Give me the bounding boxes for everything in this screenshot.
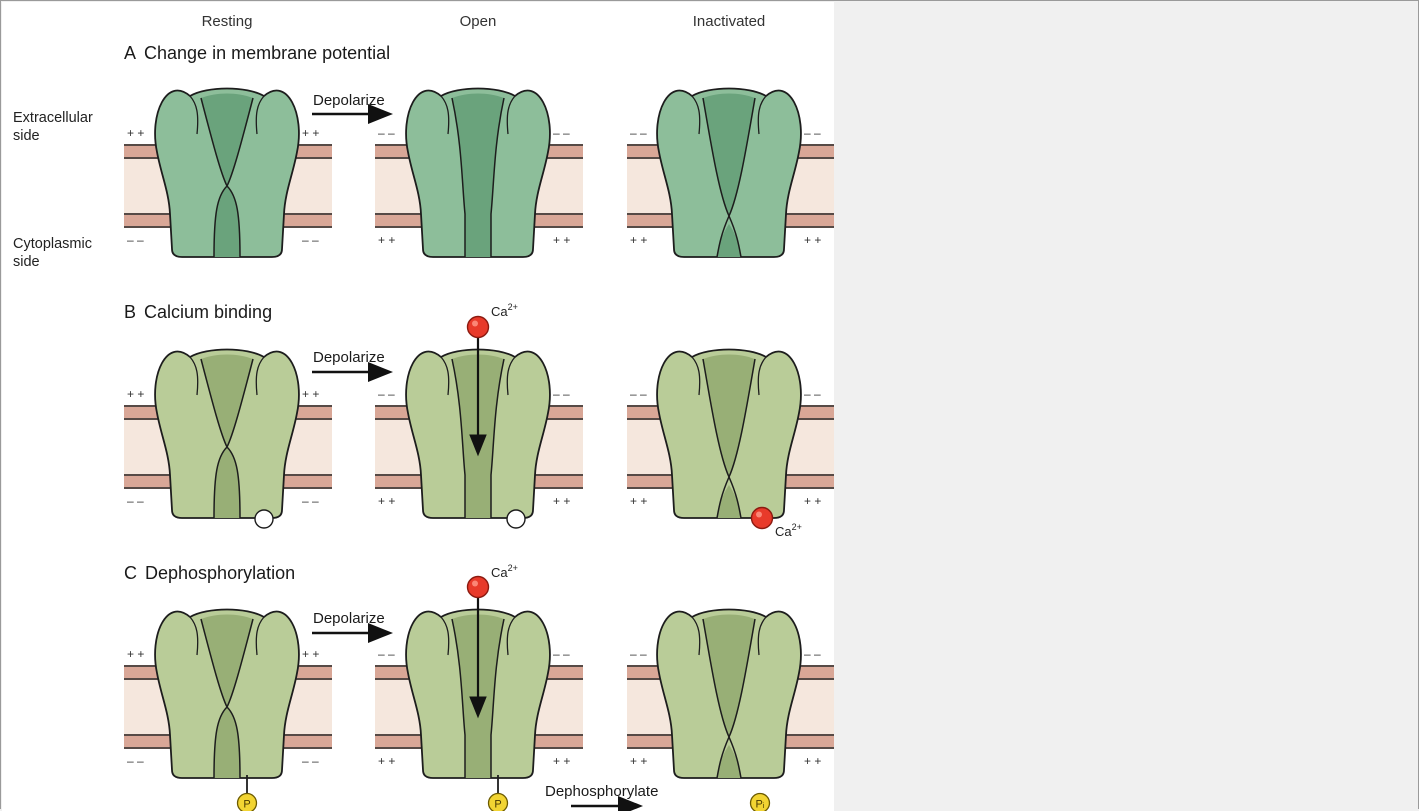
sign-bottom-right-b-open: + + — [553, 494, 570, 508]
row-c-open-calcium — [468, 577, 489, 598]
sign-bottom-left-c-resting: – – — [127, 754, 144, 768]
row-c-depolarize-arrow: Depolarize — [312, 610, 388, 633]
row-b-inactivated-ca-label: Ca2+ — [775, 522, 802, 539]
sign-top-right-b-open: – – — [553, 387, 570, 401]
sign-bottom-left-a-resting: – – — [127, 233, 144, 247]
extracellular-label-line2: side — [13, 128, 40, 144]
sign-bottom-left-a-inactivated: + + — [630, 233, 647, 247]
sign-top-left-a-inactivated: – – — [630, 126, 647, 140]
sign-top-right-c-resting: + + — [302, 647, 319, 661]
sign-top-left-b-open: – – — [378, 387, 395, 401]
channel-c-resting — [155, 610, 299, 779]
sign-top-left-c-open: – – — [378, 647, 395, 661]
sign-bottom-left-a-open: + + — [378, 233, 395, 247]
sign-top-right-a-resting: + + — [302, 126, 319, 140]
sign-bottom-left-b-resting: – – — [127, 494, 144, 508]
channel-a-resting — [155, 89, 299, 258]
row-b-inactivated-calcium — [752, 508, 773, 529]
sign-bottom-right-a-inactivated: + + — [804, 233, 821, 247]
row-a-depolarize-arrow: Depolarize — [312, 92, 388, 114]
sign-bottom-right-c-resting: – – — [302, 754, 319, 768]
extracellular-label: Extracellular — [13, 110, 93, 126]
sign-bottom-right-b-resting: – – — [302, 494, 319, 508]
channel-b-resting — [155, 350, 299, 519]
sign-top-left-a-resting: + + — [127, 126, 144, 140]
row-a-letter: A — [124, 43, 136, 63]
sign-bottom-left-b-open: + + — [378, 494, 395, 508]
channels-layer: + + + + – – – – – – – – + + + + – – – – + + + + + + +… — [124, 89, 834, 811]
sign-top-left-c-resting: + + — [127, 647, 144, 661]
sign-top-left-b-inactivated: – – — [630, 387, 647, 401]
sign-top-right-a-inactivated: – – — [804, 126, 821, 140]
sign-top-left-a-open: – – — [378, 126, 395, 140]
sign-top-left-b-resting: + + — [127, 387, 144, 401]
row-c-open-ca-label: Ca2+ — [491, 563, 518, 580]
sign-bottom-right-a-resting: – – — [302, 233, 319, 247]
sign-top-right-c-open: – – — [553, 647, 570, 661]
channel-a-inactivated — [657, 89, 801, 258]
svg-text:Pᵢ: Pᵢ — [755, 799, 764, 811]
row-b-open-binding-site — [507, 510, 525, 528]
column-heading-inactivated: Inactivated — [693, 13, 766, 30]
row-c-arrow2-label: Dephosphorylate — [545, 783, 658, 800]
sign-bottom-right-c-inactivated: + + — [804, 754, 821, 768]
sign-top-left-c-inactivated: – – — [630, 647, 647, 661]
sign-bottom-left-c-inactivated: + + — [630, 754, 647, 768]
sign-bottom-left-b-inactivated: + + — [630, 494, 647, 508]
cytoplasmic-label: Cytoplasmic — [13, 236, 92, 252]
svg-text:P: P — [243, 799, 250, 811]
column-heading-open: Open — [460, 13, 497, 30]
sign-bottom-right-b-inactivated: + + — [804, 494, 821, 508]
sign-top-right-c-inactivated: – – — [804, 647, 821, 661]
ion-channel-gating-diagram: Resting Open Inactivated Extracellular s… — [2, 2, 834, 811]
sign-top-right-a-open: – – — [553, 126, 570, 140]
sign-bottom-right-c-open: + + — [553, 754, 570, 768]
sign-bottom-left-c-open: + + — [378, 754, 395, 768]
row-b-depolarize-arrow: Depolarize — [312, 349, 388, 372]
channel-a-open — [406, 89, 550, 258]
row-a-arrow-label: Depolarize — [313, 92, 385, 109]
figure-panel: Resting Open Inactivated Extracellular s… — [2, 2, 834, 811]
svg-text:P: P — [494, 799, 501, 811]
row-b-letter: B — [124, 302, 136, 322]
sign-bottom-right-a-open: + + — [553, 233, 570, 247]
row-b-open-ca-label: Ca2+ — [491, 302, 518, 319]
row-b-resting-binding-site — [255, 510, 273, 528]
row-b-open-calcium — [468, 317, 489, 338]
channel-b-inactivated — [657, 350, 801, 519]
row-c-arrow-label: Depolarize — [313, 610, 385, 627]
row-c-dephosphorylate-arrow: Dephosphorylate — [545, 783, 658, 806]
sign-top-right-b-resting: + + — [302, 387, 319, 401]
row-c-letter: C — [124, 563, 137, 583]
sign-top-right-b-inactivated: – – — [804, 387, 821, 401]
channel-c-inactivated — [657, 610, 801, 779]
row-b-arrow-label: Depolarize — [313, 349, 385, 366]
column-heading-resting: Resting — [202, 13, 253, 30]
cytoplasmic-label-line2: side — [13, 254, 40, 270]
